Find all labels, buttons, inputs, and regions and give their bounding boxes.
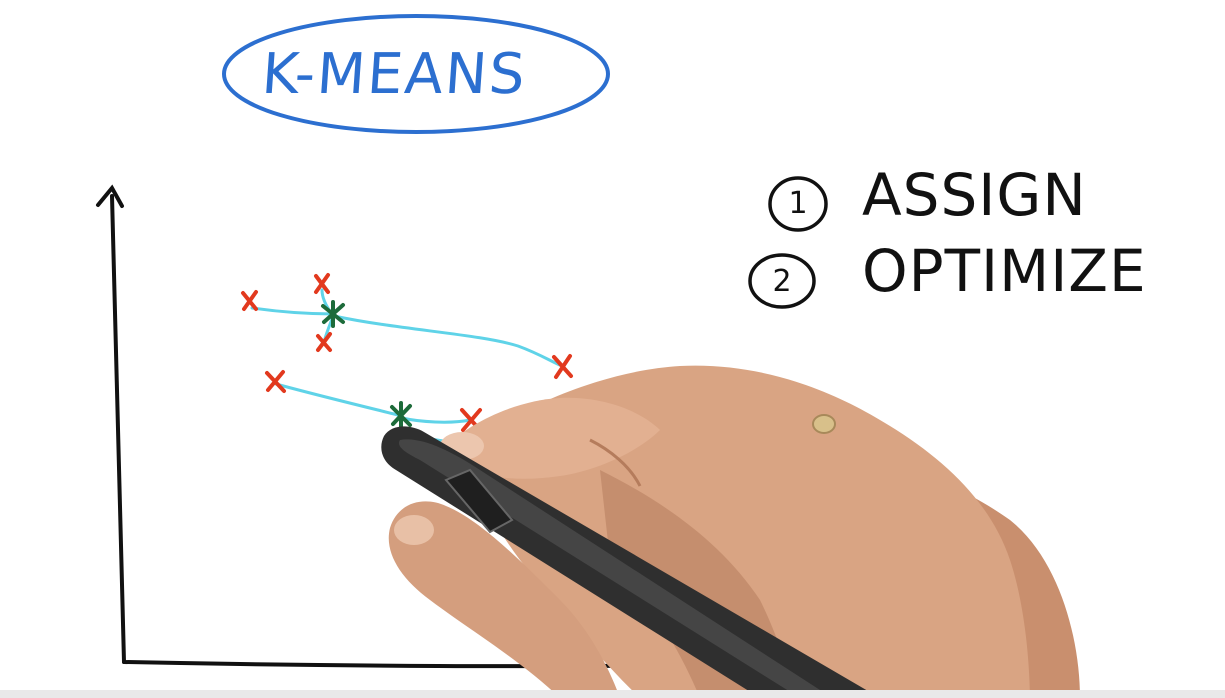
thumbnail bbox=[394, 515, 434, 545]
y-axis-arrowhead bbox=[96, 184, 124, 208]
pen-highlight bbox=[398, 439, 820, 698]
data-point-icon bbox=[552, 354, 573, 379]
step1-circle bbox=[768, 176, 828, 232]
index-finger bbox=[440, 397, 660, 479]
drawing-hand bbox=[381, 365, 1080, 698]
pen-grip-button bbox=[444, 468, 514, 534]
data-point-icon bbox=[314, 273, 330, 294]
title-text: K-MEANS bbox=[259, 42, 529, 107]
data-point-icon bbox=[241, 290, 258, 311]
video-bottom-strip bbox=[0, 690, 1225, 698]
step1-label: ASSIGN bbox=[862, 161, 1087, 229]
step2-circle bbox=[748, 253, 816, 309]
assignment-line bbox=[274, 382, 404, 418]
step-circles bbox=[748, 176, 828, 309]
y-axis bbox=[110, 194, 126, 664]
thumb bbox=[388, 501, 620, 698]
step2-number: 2 bbox=[772, 264, 792, 299]
assignment-line bbox=[332, 314, 564, 368]
data-point-icon bbox=[265, 370, 286, 393]
cluster-center-icon bbox=[321, 300, 345, 328]
assignment-line bbox=[250, 306, 336, 316]
ring bbox=[812, 414, 836, 434]
finger-crease bbox=[589, 438, 642, 487]
cluster-centers bbox=[321, 300, 412, 430]
step1-number: 1 bbox=[788, 186, 808, 221]
data-point-icon bbox=[316, 332, 332, 352]
cluster-center-icon bbox=[390, 401, 412, 430]
title-ellipse bbox=[222, 14, 610, 134]
assignment-line bbox=[400, 416, 472, 424]
step2-label: OPTIMIZE bbox=[862, 237, 1147, 305]
